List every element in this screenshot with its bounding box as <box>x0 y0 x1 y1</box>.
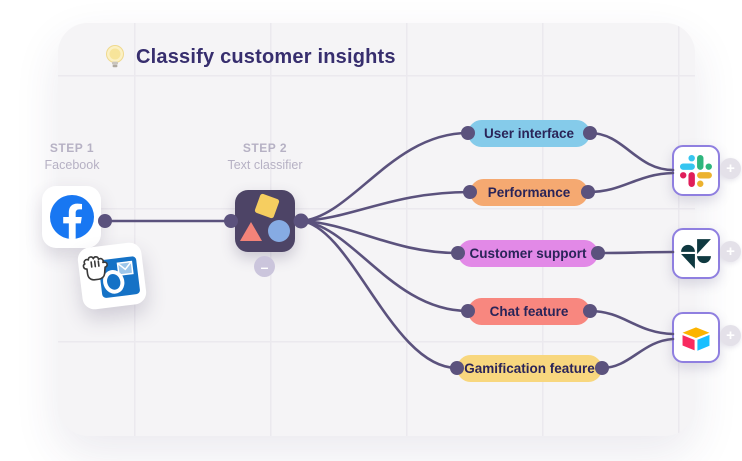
classifier-shapes-icon <box>240 193 290 242</box>
page-title-row: Classify customer insights <box>104 44 396 70</box>
page-title: Classify customer insights <box>136 45 396 68</box>
step1-name: Facebook <box>44 158 100 172</box>
step1-number: STEP 1 <box>49 141 95 155</box>
pill-gamification-feature[interactable]: Gamification feature <box>457 355 602 382</box>
pill-chat-feature[interactable]: Chat feature <box>468 298 590 325</box>
remove-node-button[interactable]: – <box>254 256 275 277</box>
pill-user-interface[interactable]: User interface <box>468 120 590 147</box>
outlook-icon <box>98 256 140 298</box>
airtable-icon <box>682 326 710 351</box>
add-slack-button[interactable]: + <box>720 158 741 179</box>
pill-customer-support[interactable]: Customer support <box>458 240 598 267</box>
grabbing-hand-cursor-icon <box>82 256 108 281</box>
zendesk-node[interactable] <box>672 228 720 279</box>
step2-name: Text classifier <box>227 158 303 172</box>
outlook-node-dragged[interactable] <box>76 241 148 311</box>
lightbulb-icon <box>106 45 124 68</box>
step2-label: STEP 2 Text classifier <box>205 141 325 172</box>
facebook-node[interactable] <box>42 186 101 248</box>
slack-icon <box>680 154 712 187</box>
slack-node[interactable] <box>672 145 720 196</box>
text-classifier-node[interactable] <box>235 190 295 252</box>
zendesk-icon <box>681 238 711 269</box>
pill-performance[interactable]: Performance <box>470 179 588 206</box>
step2-number: STEP 2 <box>242 141 288 155</box>
step1-label: STEP 1 Facebook <box>12 141 132 172</box>
facebook-icon <box>49 195 94 239</box>
add-airtable-button[interactable]: + <box>720 325 741 346</box>
airtable-node[interactable] <box>672 312 720 363</box>
add-zendesk-button[interactable]: + <box>720 241 741 262</box>
